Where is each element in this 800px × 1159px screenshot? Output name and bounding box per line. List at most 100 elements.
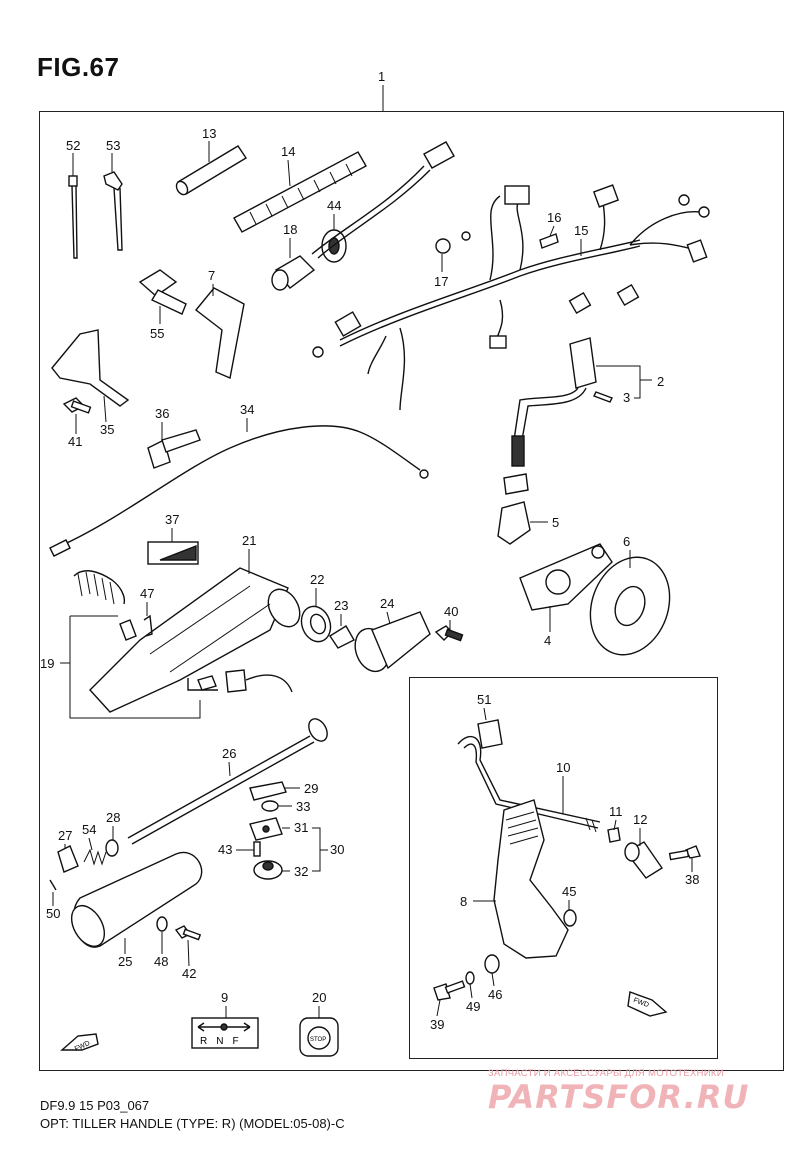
callout-40[interactable]: 40 [444,604,458,619]
callout-5[interactable]: 5 [552,515,559,530]
callout-38[interactable]: 38 [685,872,699,887]
part-42-screw[interactable] [174,925,202,941]
callout-34[interactable]: 34 [240,402,254,417]
callout-18[interactable]: 18 [283,222,297,237]
part-48-washer[interactable] [156,916,168,932]
callout-19[interactable]: 19 [40,656,54,671]
callout-36[interactable]: 36 [155,406,169,421]
callout-7[interactable]: 7 [208,268,215,283]
part-31-block[interactable] [249,817,283,841]
callout-8[interactable]: 8 [460,894,467,909]
callout-42[interactable]: 42 [182,966,196,981]
callout-3[interactable]: 3 [623,390,630,405]
callout-26[interactable]: 26 [222,746,236,761]
callout-33[interactable]: 33 [296,799,310,814]
callout-46[interactable]: 46 [488,987,502,1002]
part-6-pulley[interactable] [577,546,683,666]
part-9-shift-decal[interactable]: RNF [191,1017,259,1049]
callout-47[interactable]: 47 [140,586,154,601]
callout-12[interactable]: 12 [633,812,647,827]
part-5-nut-joint[interactable] [497,473,531,545]
callout-23[interactable]: 23 [334,598,348,613]
callout-43[interactable]: 43 [218,842,232,857]
part-14-spiral-wrap[interactable] [233,151,367,233]
callout-45[interactable]: 45 [562,884,576,899]
callout-41[interactable]: 41 [68,434,82,449]
part-11-nut[interactable] [607,827,621,843]
part-19-spring[interactable] [73,570,137,641]
part-16-terminal[interactable] [539,233,559,249]
callout-6[interactable]: 6 [623,534,630,549]
part-25-throttle-grip[interactable] [65,851,203,952]
part-8-shift-lever[interactable] [493,799,569,959]
callout-52[interactable]: 52 [66,138,80,153]
part-46-washer[interactable] [484,954,500,974]
callout-14[interactable]: 14 [281,144,295,159]
callout-10[interactable]: 10 [556,760,570,775]
part-55-bolt[interactable] [138,269,187,315]
callout-31[interactable]: 31 [294,820,308,835]
part-20-stop-cap[interactable]: STOP [299,1017,339,1057]
callout-50[interactable]: 50 [46,906,60,921]
callout-35[interactable]: 35 [100,422,114,437]
part-3-pin[interactable] [593,391,613,403]
part-50-pin[interactable] [49,879,57,891]
part-35-wire-bracket[interactable] [51,329,130,407]
callout-53[interactable]: 53 [106,138,120,153]
callout-49[interactable]: 49 [466,999,480,1014]
part-23-collar[interactable] [329,625,355,649]
callout-17[interactable]: 17 [434,274,448,289]
callout-24[interactable]: 24 [380,596,394,611]
part-47-clip[interactable] [143,614,153,637]
part-41-screw[interactable] [62,397,92,414]
callout-25[interactable]: 25 [118,954,132,969]
callout-30[interactable]: 30 [330,842,344,857]
part-10-shift-rod[interactable] [457,735,601,833]
part-40-screw[interactable] [434,625,464,642]
callout-37[interactable]: 37 [165,512,179,527]
part-51-clamp[interactable] [477,719,503,749]
callout-54[interactable]: 54 [82,822,96,837]
callout-15[interactable]: 15 [574,223,588,238]
part-45-washer[interactable] [563,909,577,927]
callout-44[interactable]: 44 [327,198,341,213]
part-53-clamp-tie[interactable] [103,171,123,251]
callout-55[interactable]: 55 [150,326,164,341]
part-17-clip[interactable] [435,231,471,254]
callout-32[interactable]: 32 [294,864,308,879]
part-27-nut[interactable] [57,845,79,873]
part-15-wire-harness[interactable] [311,141,710,411]
callout-29[interactable]: 29 [304,781,318,796]
part-4-lever-plate[interactable] [519,543,613,611]
part-7-bracket[interactable] [195,287,245,379]
callout-51[interactable]: 51 [477,692,491,707]
callout-27[interactable]: 27 [58,828,72,843]
callout-2[interactable]: 2 [657,374,664,389]
part-26-throttle-shaft[interactable] [127,716,331,845]
part-54-spring[interactable] [83,848,107,866]
callout-20[interactable]: 20 [312,990,326,1005]
part-37-decal[interactable] [147,541,199,565]
callout-11[interactable]: 11 [609,804,623,819]
part-36-bolt[interactable] [147,429,201,469]
part-28-washer[interactable] [105,839,119,857]
part-22-washer[interactable] [297,602,336,645]
part-52-cable-tie[interactable] [68,175,78,259]
callout-22[interactable]: 22 [310,572,324,587]
part-43-screw[interactable] [253,841,261,857]
callout-39[interactable]: 39 [430,1017,444,1032]
callout-21[interactable]: 21 [242,533,256,548]
part-34-throttle-cable[interactable] [49,425,429,557]
part-32-knob[interactable] [253,860,283,880]
part-21-tiller-handle[interactable] [89,567,306,713]
part-2-lever[interactable] [511,337,597,467]
part-13-tube[interactable] [174,145,247,197]
part-33-washer[interactable] [261,800,279,812]
callout-9[interactable]: 9 [221,990,228,1005]
callout-28[interactable]: 28 [106,810,120,825]
part-38-bolt[interactable] [668,845,701,861]
callout-1[interactable]: 1 [378,69,385,84]
part-12-joint[interactable] [624,841,663,879]
callout-13[interactable]: 13 [202,126,216,141]
callout-4[interactable]: 4 [544,633,551,648]
